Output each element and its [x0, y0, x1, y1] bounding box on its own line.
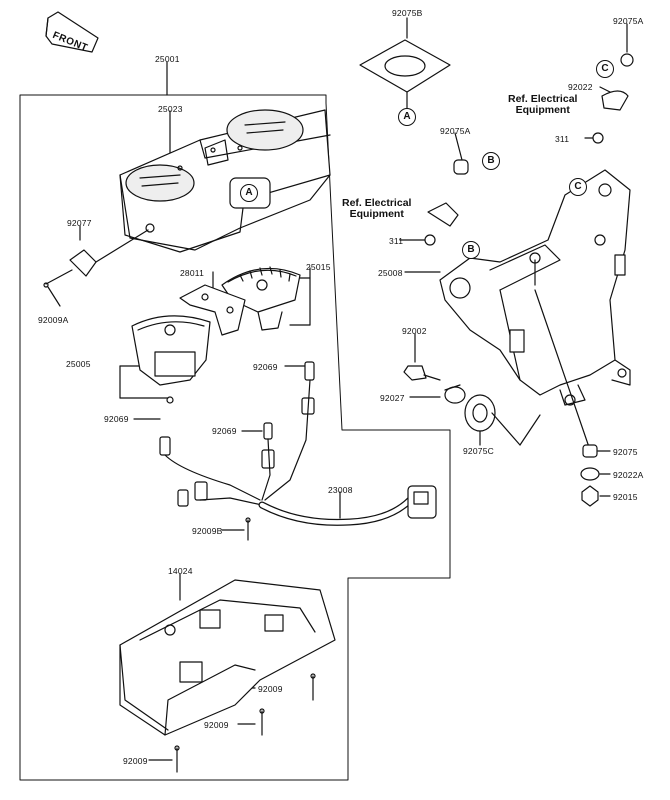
bulb-socket	[43, 229, 149, 288]
part-number-label: 92075C	[463, 446, 494, 456]
part-number-label: 92027	[380, 393, 405, 403]
part-number-label: 92075A	[440, 126, 471, 136]
part-number-label: 25001	[155, 54, 180, 64]
marker-a: A	[398, 108, 416, 126]
meter-housing	[119, 109, 331, 253]
part-number-label: 92002	[402, 326, 427, 336]
part-number-label: 92022	[568, 82, 593, 92]
ref-line1: Ref. Electrical	[342, 197, 412, 209]
part-number-label: 25005	[66, 359, 91, 369]
part-number-label: 92069	[253, 362, 278, 372]
front-arrow-icon	[45, 11, 99, 53]
ref-line2: Equipment	[349, 208, 404, 220]
marker-c: C	[596, 60, 614, 78]
part-number-label: 92077	[67, 218, 92, 228]
wiring-harness	[159, 361, 437, 541]
ref-line1: Ref. Electrical	[508, 93, 578, 105]
marker-b: B	[482, 152, 500, 170]
part-number-label: 23008	[328, 485, 353, 495]
meter-bracket	[179, 284, 246, 336]
mounting-bracket	[404, 169, 631, 406]
ref-electrical-equipment-label: Ref. Electrical Equipment	[508, 94, 577, 116]
part-number-label: 92022A	[613, 470, 644, 480]
part-number-label: 92009B	[192, 526, 223, 536]
part-number-label: 25023	[158, 104, 183, 114]
part-number-label: 92069	[212, 426, 237, 436]
part-number-label: 92069	[104, 414, 129, 424]
part-number-label: 92075	[613, 447, 638, 457]
part-number-label: 92009A	[38, 315, 69, 325]
marker-b: B	[462, 241, 480, 259]
ref-electrical-equipment-label: Ref. Electrical Equipment	[342, 198, 411, 220]
ref-line2: Equipment	[515, 104, 570, 116]
part-number-label: 25008	[378, 268, 403, 278]
part-number-label: 311	[555, 134, 570, 144]
gauge-unit	[131, 315, 211, 404]
part-number-label: 92009	[123, 756, 148, 766]
part-number-label: 28011	[180, 268, 205, 278]
lower-cover	[119, 579, 336, 773]
part-number-label: 25015	[306, 262, 331, 272]
part-number-label: 92009	[258, 684, 283, 694]
part-number-label: 14024	[168, 566, 193, 576]
marker-a: A	[240, 184, 258, 202]
part-number-label: 92075B	[392, 8, 423, 18]
grommet-92075b	[359, 17, 451, 109]
assembly-boundary	[19, 94, 451, 781]
part-number-label: 311	[389, 236, 404, 246]
part-number-label: 92009	[204, 720, 229, 730]
part-number-label: 92075A	[613, 16, 644, 26]
part-number-label: 92015	[613, 492, 638, 502]
marker-c: C	[569, 178, 587, 196]
